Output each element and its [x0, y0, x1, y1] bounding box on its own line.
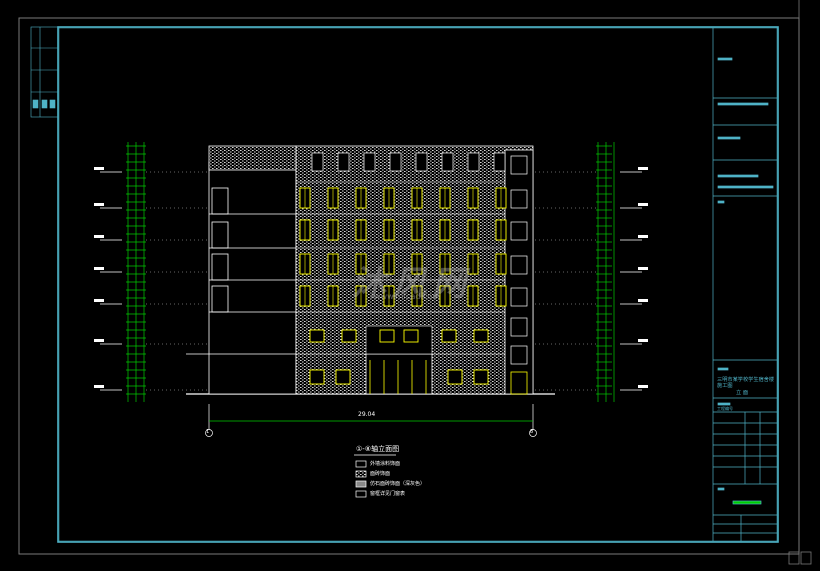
title-block-project-name: 三明市某学校学生宿舍楼施工图 [717, 377, 775, 389]
legend-item-label: 外墙涂料饰面 [370, 461, 401, 467]
axis-markers [205, 404, 537, 437]
window-grid [299, 187, 507, 307]
title-block-drawing-name: 立 面 [736, 390, 749, 396]
legend-item-label: 仿石面砖饰面（深灰色） [370, 481, 426, 487]
axis-label-left: 1 [206, 429, 210, 435]
axis-label-right: 8 [530, 429, 534, 435]
elevation-dimension-chains [94, 142, 648, 402]
legend-item-label: 窗框详见门窗表 [370, 491, 406, 497]
corner-mark [788, 0, 812, 565]
legend-swatches [355, 460, 367, 498]
title-block-project-no: 工程编号 [717, 406, 733, 411]
watermark: 沐风网 [352, 264, 472, 304]
elevation-caption: ①-⑧轴立面图 [356, 445, 400, 453]
legend-item-label: 面砖饰面 [370, 471, 391, 477]
binding-strip [30, 26, 59, 118]
building-elevation [186, 145, 555, 395]
watermark-url: www.mfcad.com [374, 292, 441, 301]
title-block [712, 28, 777, 541]
overall-dimension-label: 29.04 [358, 411, 376, 418]
drawing-frame [57, 26, 779, 543]
outer-sheet-border [18, 17, 800, 555]
